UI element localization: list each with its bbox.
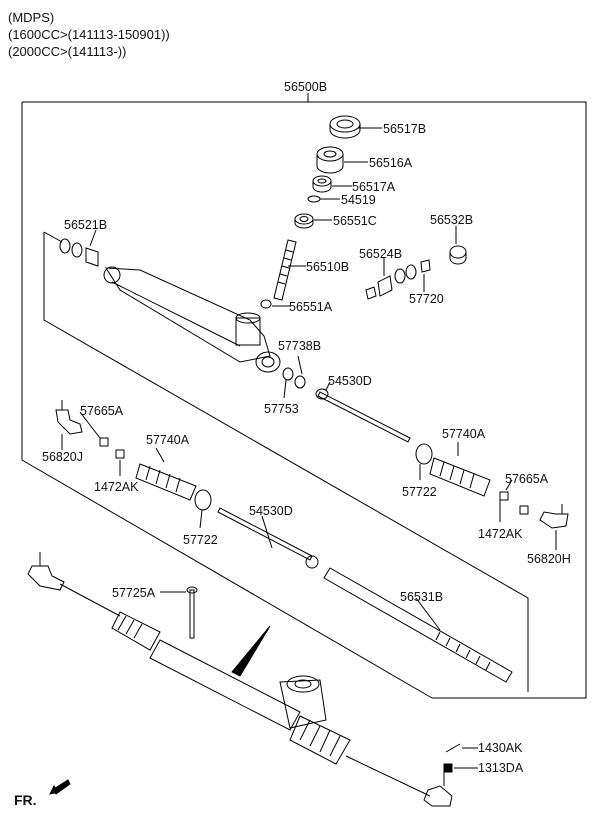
label-54519: 54519 <box>341 193 376 207</box>
seal-56517B <box>329 115 361 139</box>
assembly-frame <box>22 101 587 699</box>
pinion-56510B <box>273 239 297 301</box>
label-56517B: 56517B <box>383 122 427 136</box>
label-56551C: 56551C <box>333 214 377 228</box>
label-57740A-left: 57740A <box>146 433 190 447</box>
label-1430AK: 1430AK <box>478 741 523 755</box>
label-57738B: 57738B <box>278 339 322 353</box>
label-57722-left: 57722 <box>183 533 218 547</box>
front-arrow-icon <box>49 779 71 795</box>
label-assembly-56500B: 56500B <box>284 80 328 94</box>
label-1313DA: 1313DA <box>478 761 524 775</box>
seal-56517A <box>312 175 332 193</box>
ring-54519 <box>307 195 321 203</box>
label-56551A: 56551A <box>289 300 333 314</box>
rack-bar-56531B <box>323 567 513 683</box>
clip-1313DA <box>443 763 453 773</box>
nut-57665A-left <box>99 437 109 447</box>
label-57740A-right: 57740A <box>442 427 486 441</box>
label-57725A: 57725A <box>112 586 156 600</box>
boot-57740A-right <box>429 457 491 497</box>
label-1472AK-left: 1472AK <box>94 480 139 494</box>
label-57722-right: 57722 <box>402 485 437 499</box>
label-56820H: 56820H <box>527 552 571 566</box>
bolt-57725A <box>189 589 195 639</box>
steering-gear-assembly <box>27 552 453 807</box>
label-1472AK-right: 1472AK <box>478 527 523 541</box>
label-56516A: 56516A <box>369 156 413 170</box>
rack-housing <box>103 266 281 373</box>
spring-57720 <box>420 259 431 273</box>
label-54530D-lower: 54530D <box>249 504 293 518</box>
front-direction-label: FR. <box>14 792 37 808</box>
label-56524B: 56524B <box>359 247 403 261</box>
nut-57665A-right <box>499 491 509 501</box>
label-56820J: 56820J <box>42 450 84 464</box>
bolt-1430AK <box>445 743 461 753</box>
label-57665A-right: 57665A <box>505 472 549 486</box>
boot-57740A-left <box>135 463 197 501</box>
label-56521B: 56521B <box>64 218 108 232</box>
label-56517A: 56517A <box>352 180 396 194</box>
label-56531B: 56531B <box>400 590 444 604</box>
label-57665A-left: 57665A <box>80 404 124 418</box>
label-57753: 57753 <box>264 402 299 416</box>
bearing-56551A <box>260 299 272 309</box>
tie-rod-end-56820H <box>539 504 569 529</box>
header-mdps: (MDPS) <box>8 10 55 25</box>
label-56532B: 56532B <box>430 213 474 227</box>
cover-56516A <box>316 146 344 174</box>
label-57720: 57720 <box>409 292 444 306</box>
yoke-56524B <box>377 275 393 297</box>
header-2000cc: (2000CC>(141113-)) <box>8 44 127 59</box>
label-56510B: 56510B <box>306 260 350 274</box>
bearing-56551C <box>294 213 314 229</box>
label-54530D-upper: 54530D <box>328 374 372 388</box>
header-1600cc: (1600CC>(141113-150901)) <box>8 27 170 42</box>
tie-rod-end-56820J <box>55 400 83 435</box>
plug-56532B <box>449 245 467 265</box>
bushing-56521B <box>85 247 99 267</box>
inner-rod-54530D-upper <box>317 391 411 443</box>
